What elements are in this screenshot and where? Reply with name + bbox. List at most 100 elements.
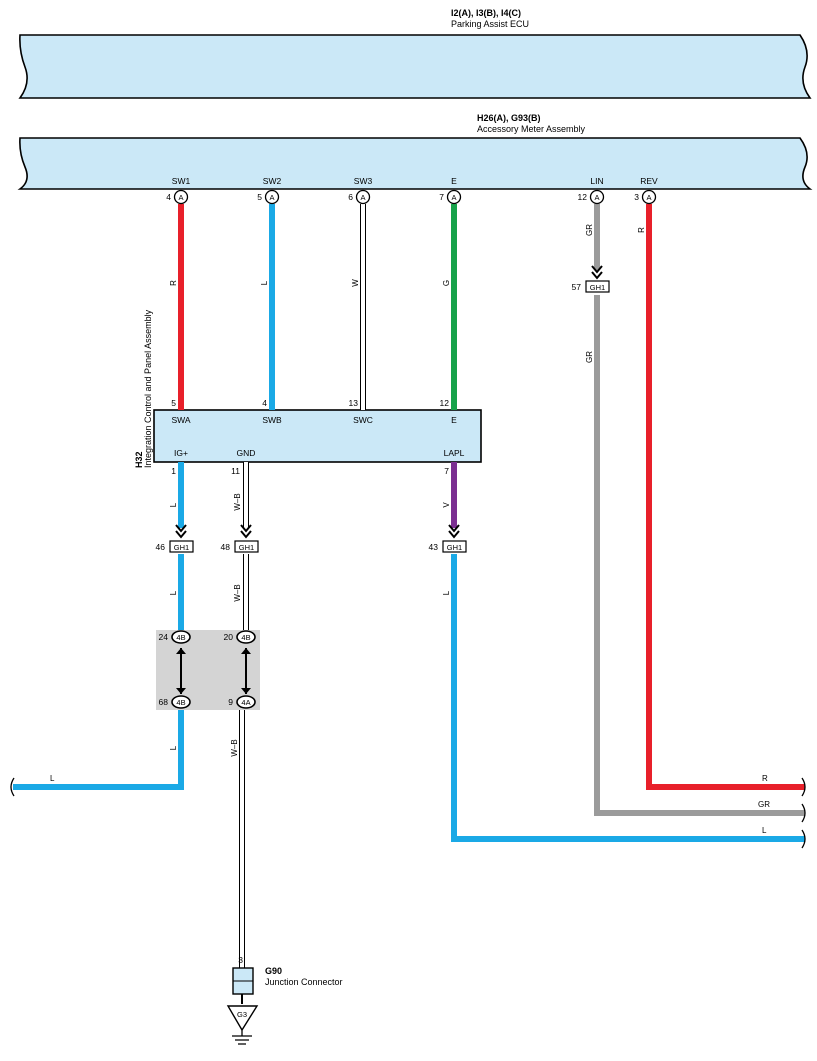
meter-pin-connector-lin: A	[594, 193, 599, 202]
wire-label-lin: GR	[585, 224, 594, 236]
panel-code: H32	[134, 451, 144, 468]
joint-number-68: 68	[159, 697, 169, 707]
meter-pin-label-lin: LIN	[590, 176, 603, 186]
wire-label-sw3: W	[351, 279, 360, 287]
ecu-body	[18, 34, 812, 99]
joint-connector-20: 4B 20	[224, 630, 256, 644]
meter-pin-connector-sw3: A	[360, 193, 365, 202]
junction-gh1-gnd: GH1 48	[221, 524, 259, 553]
wire-label-lin-lower: GR	[585, 351, 594, 363]
junction-connector-ig: GH1	[174, 543, 189, 552]
meter-pin-label-sw3: SW3	[354, 176, 373, 186]
meter-pin-connector-rev: A	[646, 193, 651, 202]
meter-pin-connector-sw2: A	[269, 193, 274, 202]
break-mark-right-r	[801, 777, 806, 797]
wire-label-gnd-mid: W–B	[233, 584, 242, 601]
joint-connector-label-68: 4B	[176, 698, 185, 707]
panel-pin-number-igplus: 1	[171, 466, 176, 476]
break-mark-right-gr	[801, 803, 806, 823]
wire-label-gnd-upper: W–B	[233, 493, 242, 510]
meter-pin-number-sw1: 4	[166, 192, 171, 202]
arrow-down-icon	[240, 524, 252, 539]
wire-lin-lower	[594, 295, 805, 816]
junction-gh1-ig: GH1 46	[156, 524, 194, 553]
ground-icon	[232, 1035, 252, 1045]
ground-triangle-icon	[226, 1005, 259, 1032]
wire-label-sw1: R	[169, 280, 178, 286]
panel-pin-label-igplus: IG+	[174, 448, 188, 458]
joint-connector-68: 4B 68	[159, 695, 191, 709]
meter-pin-lin: A 12	[578, 189, 605, 205]
meter-pin-e: A 7	[439, 189, 462, 205]
junction-number-gnd: 48	[221, 542, 231, 552]
meter-pin-number-sw2: 5	[257, 192, 262, 202]
wire-ig-lower	[13, 710, 184, 790]
wire-label-right-exit-l: L	[762, 826, 767, 835]
meter-pin-number-sw3: 6	[348, 192, 353, 202]
wire-label-ig-upper: L	[169, 502, 178, 507]
ecu-code: I2(A), I3(B), I4(C)	[451, 8, 521, 18]
joint-connector-24: 4B 24	[159, 630, 191, 644]
joint-number-24: 24	[159, 632, 169, 642]
junction-gh1-lin: GH1 57	[572, 265, 610, 293]
meter-pin-sw3: A 6	[348, 189, 371, 205]
break-mark-right-l	[801, 829, 806, 849]
junction-number-lapl: 43	[429, 542, 439, 552]
panel-pin-number-swa: 5	[171, 398, 176, 408]
junction-gh1-lapl: GH1 43	[429, 524, 467, 553]
panel-pin-number-e: 12	[440, 398, 450, 408]
meter-pin-sw2: A 5	[257, 189, 280, 205]
wire-rev	[646, 204, 805, 790]
chevron-up-icon	[176, 648, 186, 654]
panel-pin-label-lapl: LAPL	[444, 448, 465, 458]
meter-pin-label-e: E	[451, 176, 457, 186]
junction-connector-lapl: GH1	[447, 543, 462, 552]
joint-connector-label-20: 4B	[241, 633, 250, 642]
g90-pin-number: 3	[238, 955, 243, 965]
joint-number-20: 20	[224, 632, 234, 642]
panel-name: Integration Control and Panel Assembly	[143, 309, 153, 468]
arrow-down-icon	[591, 265, 603, 280]
meter-pin-connector-sw1: A	[178, 193, 183, 202]
meter-pin-label-sw1: SW1	[172, 176, 191, 186]
g90-code: G90	[265, 966, 282, 976]
joint-number-9: 9	[228, 697, 233, 707]
wire-break-marks	[10, 777, 806, 849]
meter-code: H26(A), G93(B)	[477, 113, 541, 123]
junction-number-ig: 46	[156, 542, 166, 552]
wire-label-right-exit-gr: GR	[758, 800, 770, 809]
chevron-up-icon	[241, 648, 251, 654]
meter-pin-number-lin: 12	[578, 192, 588, 202]
panel-pin-label-e: E	[451, 415, 457, 425]
wire-label-rev: R	[637, 227, 646, 233]
wire-lapl-lower	[451, 554, 805, 842]
meter-pin-number-e: 7	[439, 192, 444, 202]
panel-pin-label-swb: SWB	[262, 415, 282, 425]
meter-pin-sw1: A 4	[166, 189, 189, 205]
wire-label-gnd-lower: W–B	[230, 739, 239, 756]
junction-connector-g90: 3 G90 Junction Connector	[232, 955, 343, 995]
panel-pin-number-gnd: 11	[231, 466, 240, 476]
break-mark-left	[10, 777, 15, 797]
panel-pin-label-swa: SWA	[171, 415, 190, 425]
arrow-down-icon	[175, 524, 187, 539]
meter-pin-label-rev: REV	[640, 176, 658, 186]
wire-label-lapl-lower: L	[442, 590, 451, 595]
panel-pin-label-gnd: GND	[237, 448, 256, 458]
panel-body	[153, 409, 482, 463]
joint-connector-9: 4A 9	[228, 695, 256, 709]
meter-pin-rev: A 3	[634, 189, 657, 205]
junction-connector-lin: GH1	[590, 283, 605, 292]
integration-control-panel: H32 Integration Control and Panel Assemb…	[134, 309, 482, 468]
wire-label-e: G	[442, 280, 451, 286]
joint-connector-label-9: 4A	[241, 698, 250, 707]
parking-assist-ecu: I2(A), I3(B), I4(C) Parking Assist ECU	[18, 8, 812, 99]
chevron-down-icon	[176, 688, 186, 694]
accessory-meter-assembly: H26(A), G93(B) Accessory Meter Assembly …	[17, 113, 813, 190]
wire-label-ig-lower: L	[169, 745, 178, 750]
wire-label-right-exit-r: R	[762, 774, 768, 783]
wire-label-ig-mid: L	[169, 590, 178, 595]
panel-pin-number-lapl: 7	[444, 466, 449, 476]
panel-pin-numbers: 5 4 13 12 1 11 7	[171, 398, 449, 476]
joint-connectors: 4B 24 4B 20 4B 68 4A 9	[159, 630, 256, 709]
